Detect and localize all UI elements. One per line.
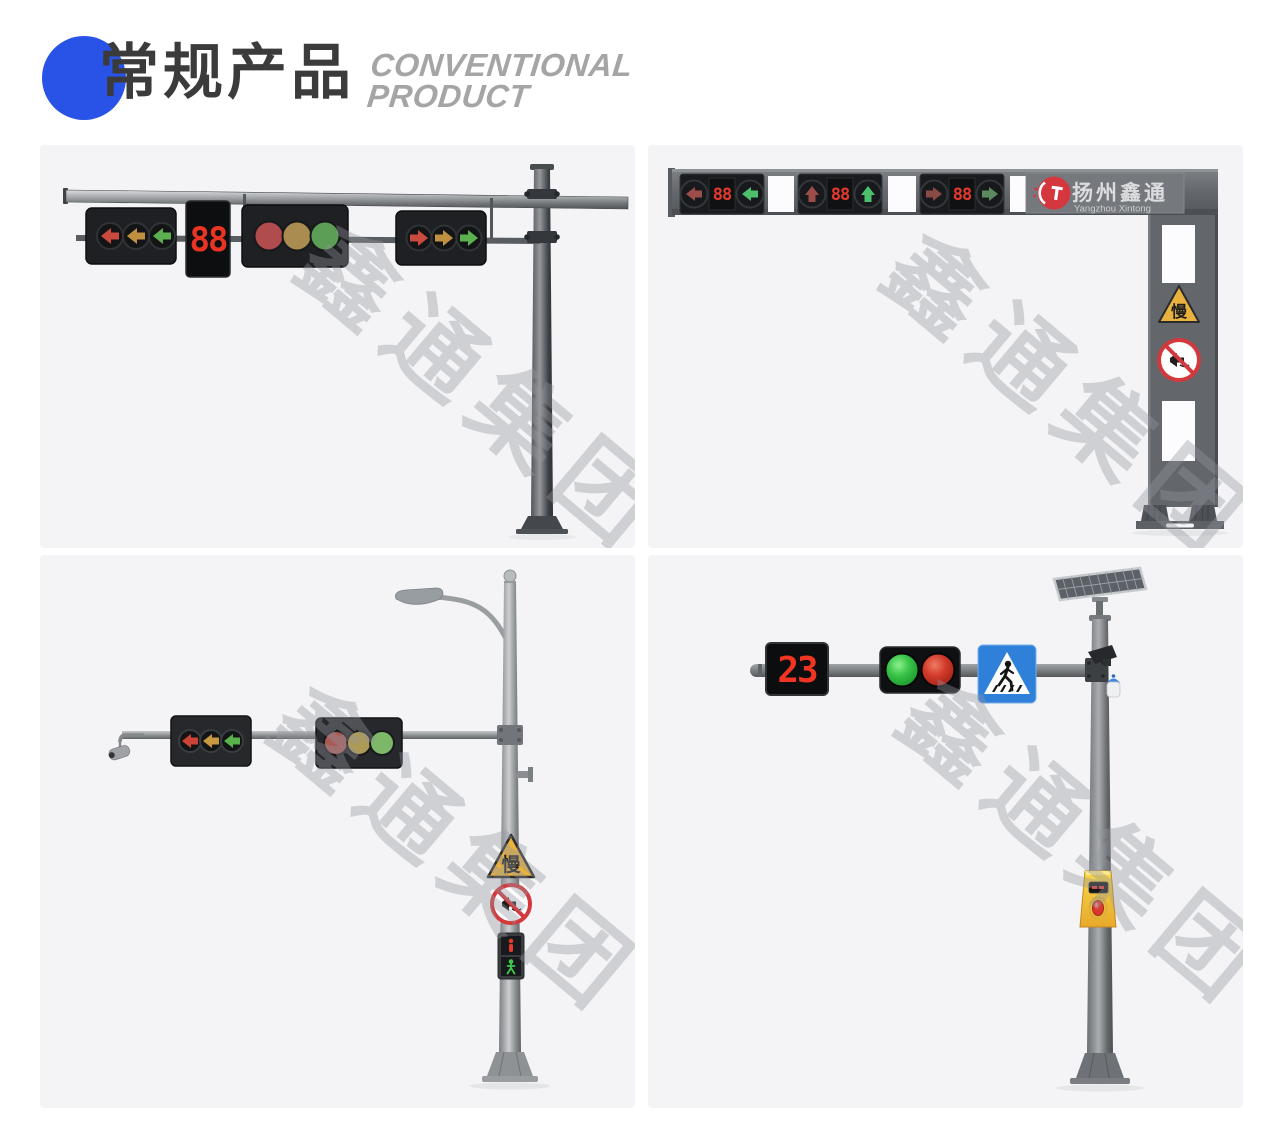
product-panel-gantry-signal-frame: 鑫通集团 xyxy=(648,145,1243,548)
street-lamp-arm xyxy=(395,587,513,649)
beam-cutout-3 xyxy=(1010,176,1026,212)
spotlight-device xyxy=(1088,645,1117,666)
gantry-base xyxy=(1132,504,1228,536)
green-walking-person-icon xyxy=(506,959,516,975)
countdown-value: 23 xyxy=(777,650,817,691)
vertical-pole xyxy=(530,164,554,516)
arm-clamp xyxy=(1085,658,1108,682)
pole-clamps xyxy=(524,189,560,243)
red-standing-person-icon xyxy=(508,938,514,952)
left-arrow-signal-head xyxy=(170,715,252,767)
column-cutout-top xyxy=(1162,225,1195,283)
two-aspect-signal-head xyxy=(879,646,961,694)
sensor-cylinder xyxy=(1106,674,1121,698)
pole-base xyxy=(470,1051,550,1090)
page-title: 常规产品 xyxy=(99,39,355,106)
page-subtitle: CONVENTIONAL PRODUCT xyxy=(365,47,635,114)
pole-finial-ball xyxy=(503,569,517,583)
button-display xyxy=(1088,881,1109,894)
main-pole xyxy=(499,569,521,1052)
no-horn-sign xyxy=(1157,338,1201,382)
solar-panel xyxy=(1052,566,1148,602)
accent-circle-icon xyxy=(42,36,126,120)
green-left-arrow-icon xyxy=(742,187,758,201)
red-lens-lit xyxy=(920,652,956,688)
amber-lens xyxy=(281,220,313,252)
signal-module-straight: 88 xyxy=(797,173,883,215)
solar-crossing-pole-illustration: 23 xyxy=(750,566,1148,1092)
dim-red-left-arrow-icon xyxy=(686,187,702,201)
module-countdown: 88 xyxy=(713,185,732,205)
gantry-frame-illustration: 88 88 88 xyxy=(668,168,1228,536)
slow-sign-text: 慢 xyxy=(501,853,521,876)
right-arrow-signal-head xyxy=(395,210,487,266)
red-left-arrow-icon xyxy=(182,734,198,748)
camera xyxy=(108,742,131,761)
green-right-arrow-icon xyxy=(460,230,478,246)
pedestrian-signal xyxy=(497,932,525,980)
product-panel-solar-crossing-pole: 鑫通集团 xyxy=(648,555,1243,1108)
green-lens-lit xyxy=(884,652,920,688)
page-header: 常规产品 CONVENTIONAL PRODUCT xyxy=(0,0,1280,145)
countdown-display: 23 xyxy=(765,642,829,696)
zebra-stripes xyxy=(992,685,1023,692)
main-pole xyxy=(1087,597,1113,1053)
cantilever-pole-illustration: 88 xyxy=(63,164,629,540)
arm-clamp xyxy=(497,725,533,782)
round-signal-head xyxy=(315,717,403,769)
brand-logo-zh: 扬州鑫通 xyxy=(1072,181,1168,205)
countdown-value: 88 xyxy=(190,220,227,260)
dim-red-up-arrow-icon xyxy=(805,186,819,202)
left-arrow-signal-head xyxy=(85,207,177,265)
brand-logo-plate: 扬州鑫通 Yangzhou Xintong xyxy=(1025,172,1185,215)
red-right-arrow-icon xyxy=(410,230,428,246)
signal-arm xyxy=(118,731,508,743)
integrated-pole-illustration: 慢 xyxy=(108,569,550,1090)
page-subtitle-line2: PRODUCT xyxy=(365,78,532,114)
green-lens xyxy=(369,730,395,756)
product-panel-cantilever-signal-pole: 鑫通集团 xyxy=(40,145,635,548)
amber-right-arrow-icon xyxy=(435,230,453,246)
round-signal-head xyxy=(241,204,349,268)
camera-lens xyxy=(108,752,115,759)
amber-left-arrow-icon xyxy=(203,734,219,748)
green-up-arrow-icon xyxy=(861,186,875,202)
slow-sign-text: 慢 xyxy=(1171,303,1188,321)
pole-base xyxy=(1056,1052,1144,1092)
green-left-arrow-icon xyxy=(153,228,171,244)
amber-lens xyxy=(346,730,372,756)
module-countdown: 88 xyxy=(953,185,972,205)
slow-warning-sign: 慢 xyxy=(1158,285,1200,323)
red-lens xyxy=(323,730,349,756)
slow-warning-sign: 慢 xyxy=(486,833,536,879)
arm-ring xyxy=(758,664,762,677)
signal-module-left-turn: 88 xyxy=(679,173,765,215)
pedestrian-crossing-sign xyxy=(977,644,1037,704)
brand-logo-en: Yangzhou Xintong xyxy=(1074,204,1151,215)
dim-red-right-arrow-icon xyxy=(926,187,942,201)
green-lens xyxy=(309,220,341,252)
green-left-arrow-icon xyxy=(224,734,240,748)
red-left-arrow-icon xyxy=(101,228,119,244)
push-button-icon xyxy=(1092,900,1104,916)
lamp-head xyxy=(395,587,444,605)
red-lens xyxy=(253,220,285,252)
pole-base xyxy=(508,516,576,540)
pedestrian-push-button xyxy=(1079,870,1117,928)
no-horn-sign xyxy=(490,883,532,925)
amber-left-arrow-icon xyxy=(127,228,145,244)
countdown-display: 88 xyxy=(185,200,231,278)
brand-logo-icon xyxy=(1037,176,1071,210)
column-cutout-bottom xyxy=(1162,401,1195,461)
page-subtitle-line1: CONVENTIONAL xyxy=(368,47,635,83)
product-panel-integrated-pole: 鑫通集团 xyxy=(40,555,635,1108)
top-beam xyxy=(63,188,629,210)
beam-cutout-1 xyxy=(768,176,794,212)
module-countdown: 88 xyxy=(831,185,850,205)
dim-green-right-arrow-icon xyxy=(982,187,998,201)
beam-cutout-2 xyxy=(888,176,916,212)
signal-module-right-turn: 88 xyxy=(919,173,1005,215)
